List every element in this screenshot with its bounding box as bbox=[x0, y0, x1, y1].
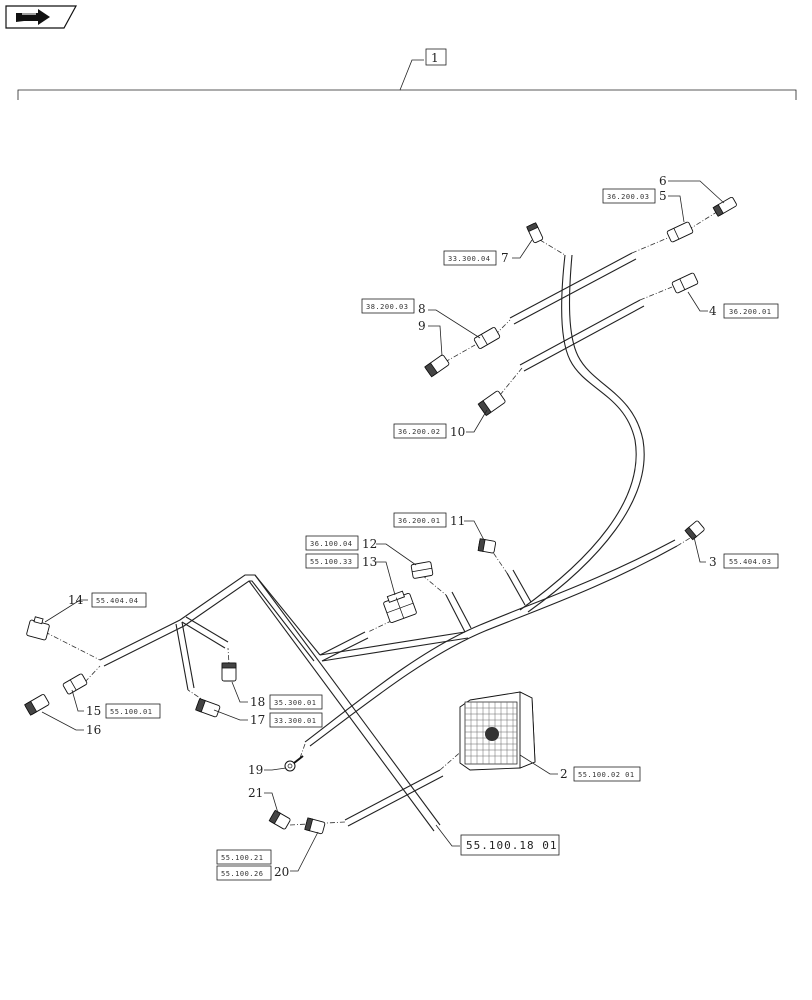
connector-20 bbox=[304, 817, 326, 835]
connector-5 bbox=[666, 221, 694, 243]
item-17-ref: 33.300.01 bbox=[274, 717, 316, 725]
connector-9 bbox=[424, 354, 450, 378]
item-18-number: 18 bbox=[250, 695, 265, 709]
item-13-number: 13 bbox=[362, 555, 377, 569]
item-13-ref: 55.100.33 bbox=[310, 558, 352, 566]
item-3-number: 3 bbox=[709, 555, 717, 569]
item-2-number: 2 bbox=[560, 767, 568, 781]
harness-wires bbox=[99, 252, 678, 832]
item-7-number: 7 bbox=[501, 251, 509, 265]
item-20-ref-a: 55.100.21 bbox=[221, 854, 263, 862]
connector-11 bbox=[477, 538, 497, 554]
item-12-ref: 36.100.04 bbox=[310, 540, 352, 548]
item-8-ref: 38.200.03 bbox=[366, 303, 408, 311]
item-14-number: 14 bbox=[68, 593, 84, 607]
main-ref: 55.100.18 01 bbox=[466, 839, 557, 852]
item-20-ref-b: 55.100.26 bbox=[221, 870, 263, 878]
connector-14 bbox=[26, 616, 50, 641]
connector-18 bbox=[221, 662, 237, 682]
item-15-number: 15 bbox=[86, 704, 101, 718]
item-3-ref: 55.404.03 bbox=[729, 558, 771, 566]
item-11-ref: 36.200.01 bbox=[398, 517, 440, 525]
connector-21 bbox=[268, 809, 291, 830]
item-18-ref: 35.300.01 bbox=[274, 699, 316, 707]
item-19-number: 19 bbox=[248, 763, 263, 777]
assembly-number: 1 bbox=[431, 51, 439, 65]
item-10-ref: 36.200.02 bbox=[398, 428, 440, 436]
connector-13 bbox=[383, 590, 417, 624]
item-4-number: 4 bbox=[709, 304, 717, 318]
connector-10 bbox=[477, 390, 506, 417]
connector-15 bbox=[62, 673, 88, 695]
item-12-number: 12 bbox=[362, 537, 377, 551]
item-4-ref: 36.200.01 bbox=[729, 308, 771, 316]
terminal-19 bbox=[284, 755, 304, 772]
item-7-ref: 33.300.04 bbox=[448, 255, 490, 263]
item-10-number: 10 bbox=[450, 425, 465, 439]
item-15-ref: 55.100.01 bbox=[110, 708, 152, 716]
item-5-ref: 36.200.03 bbox=[607, 193, 649, 201]
item-9-number: 9 bbox=[418, 319, 426, 333]
connector-17 bbox=[195, 698, 221, 718]
next-page-arrow-icon bbox=[16, 9, 50, 25]
item-6-number: 6 bbox=[659, 174, 667, 188]
item-labels: 6 36.200.03 5 33.300.04 7 4 36.200.01 38… bbox=[68, 174, 779, 881]
next-page-button[interactable] bbox=[5, 5, 78, 29]
item-17-number: 17 bbox=[250, 713, 265, 727]
item-21-number: 21 bbox=[248, 786, 263, 800]
item-5-number: 5 bbox=[659, 189, 667, 203]
item-14-ref: 55.404.04 bbox=[96, 597, 138, 605]
item-11-number: 11 bbox=[450, 514, 465, 528]
connector-12 bbox=[410, 561, 434, 579]
connector-3 bbox=[684, 520, 705, 541]
connector-2 bbox=[459, 691, 536, 771]
item-8-number: 8 bbox=[418, 302, 426, 316]
leaders bbox=[41, 180, 725, 872]
item-2-ref: 55.100.02 01 bbox=[578, 771, 635, 779]
connector-8 bbox=[473, 327, 501, 349]
connector-4 bbox=[671, 272, 699, 294]
connector-16 bbox=[24, 694, 50, 716]
item-16-number: 16 bbox=[86, 723, 101, 737]
assembly-bracket: 1 bbox=[17, 48, 797, 100]
connector-7 bbox=[526, 222, 544, 244]
connector-6 bbox=[712, 196, 737, 217]
item-20-number: 20 bbox=[274, 865, 289, 879]
connectors bbox=[24, 196, 737, 835]
